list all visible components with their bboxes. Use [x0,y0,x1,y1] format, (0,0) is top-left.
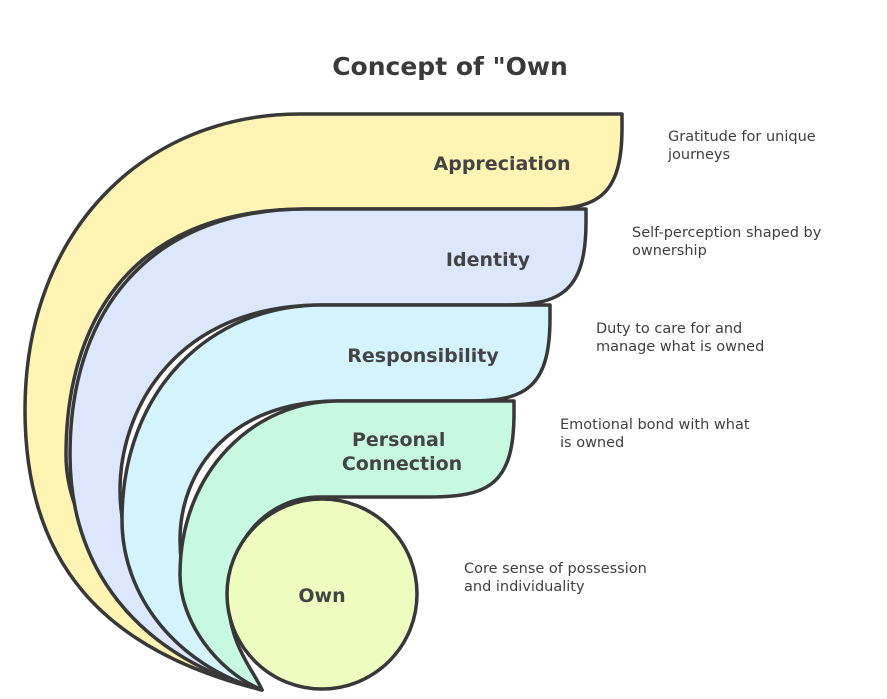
band-personal-connection [178,399,516,692]
desc-own: Core sense of possession and individuali… [464,561,651,595]
label-responsibility: Responsibility [347,345,499,367]
label-appreciation: Appreciation [434,153,571,175]
layer-personal-connection: Personal Connection Emotional bond with … [178,399,754,692]
layer-own: Own Core sense of possession and individ… [225,497,651,691]
label-own: Own [298,585,345,607]
desc-identity: Self-perception shaped by ownership [632,225,826,259]
desc-responsibility: Duty to care for and manage what is owne… [596,321,764,355]
label-identity: Identity [446,249,531,271]
diagram-title: Concept of "Own [332,52,568,81]
label-personal-connection: Personal Connection [342,429,462,475]
core-own-circle [225,497,419,691]
desc-personal-connection: Emotional bond with what is owned [560,417,754,451]
desc-appreciation: Gratitude for unique journeys [667,129,820,163]
